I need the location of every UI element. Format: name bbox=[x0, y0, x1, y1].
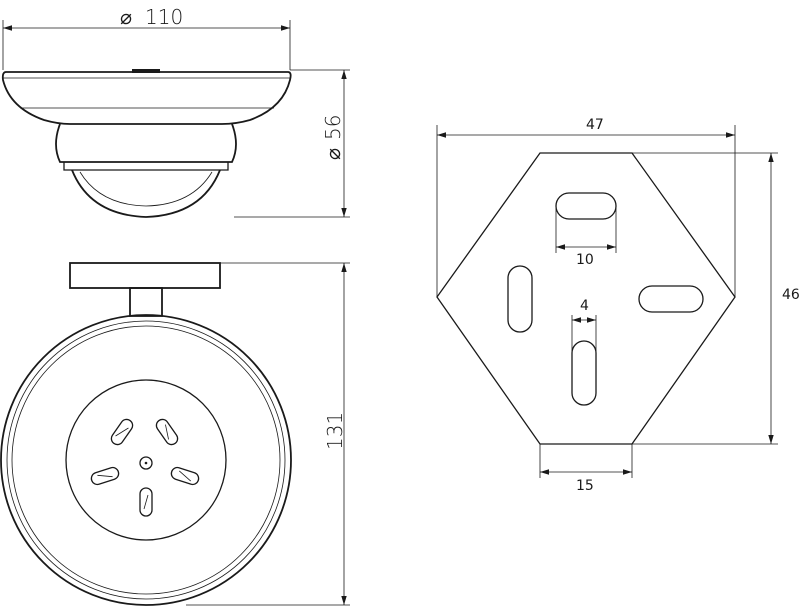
base-ring bbox=[63, 162, 229, 171]
dish-ring-2 bbox=[6, 320, 286, 600]
center-hole bbox=[139, 456, 153, 470]
dim-dish-diameter: ⌀ 110 bbox=[2, 5, 291, 70]
wall-plate bbox=[69, 262, 221, 289]
base-cup bbox=[55, 123, 237, 163]
diameter-symbol-2: ⌀ bbox=[321, 148, 345, 160]
slot-width-label: 10 bbox=[576, 252, 594, 268]
dim-plate-height: 46 bbox=[632, 152, 800, 445]
drain-slots bbox=[90, 418, 200, 517]
dim-total-depth: 131 bbox=[186, 262, 350, 606]
slot-right bbox=[638, 285, 704, 313]
slot-bottom bbox=[571, 340, 597, 406]
dim-slot-width: 10 bbox=[555, 206, 617, 268]
dish-outer-ring bbox=[0, 314, 292, 606]
side-view: ⌀ 110 ⌀ 56 bbox=[1, 5, 350, 218]
dish-body bbox=[1, 71, 292, 125]
bottom-edge-label: 15 bbox=[576, 478, 594, 494]
dim-plate-width: 47 bbox=[436, 117, 736, 297]
dish-diameter-label: 110 bbox=[145, 5, 183, 29]
dish-inner-ring bbox=[65, 379, 227, 541]
slot-thickness-label: 4 bbox=[580, 298, 589, 314]
dim-base-diameter: ⌀ 56 bbox=[234, 69, 350, 218]
dish-top-knob bbox=[132, 69, 160, 73]
slot-left bbox=[507, 265, 533, 333]
plate-width-label: 47 bbox=[586, 117, 604, 133]
dim-bottom-edge: 15 bbox=[539, 444, 633, 494]
total-depth-label: 131 bbox=[323, 412, 347, 450]
dish-ring-3 bbox=[11, 325, 281, 595]
mount-post bbox=[129, 287, 163, 317]
diameter-symbol: ⌀ bbox=[120, 5, 132, 29]
slot-top bbox=[555, 192, 617, 220]
dim-slot-thickness: 4 bbox=[571, 298, 597, 352]
mounting-plate-view: 47 46 10 4 15 bbox=[436, 117, 800, 494]
top-view: 131 bbox=[0, 262, 350, 606]
base-dome-inner bbox=[79, 171, 213, 207]
base-dome bbox=[71, 169, 221, 218]
base-diameter-label: 56 bbox=[321, 115, 345, 140]
plate-height-label: 46 bbox=[782, 287, 800, 303]
